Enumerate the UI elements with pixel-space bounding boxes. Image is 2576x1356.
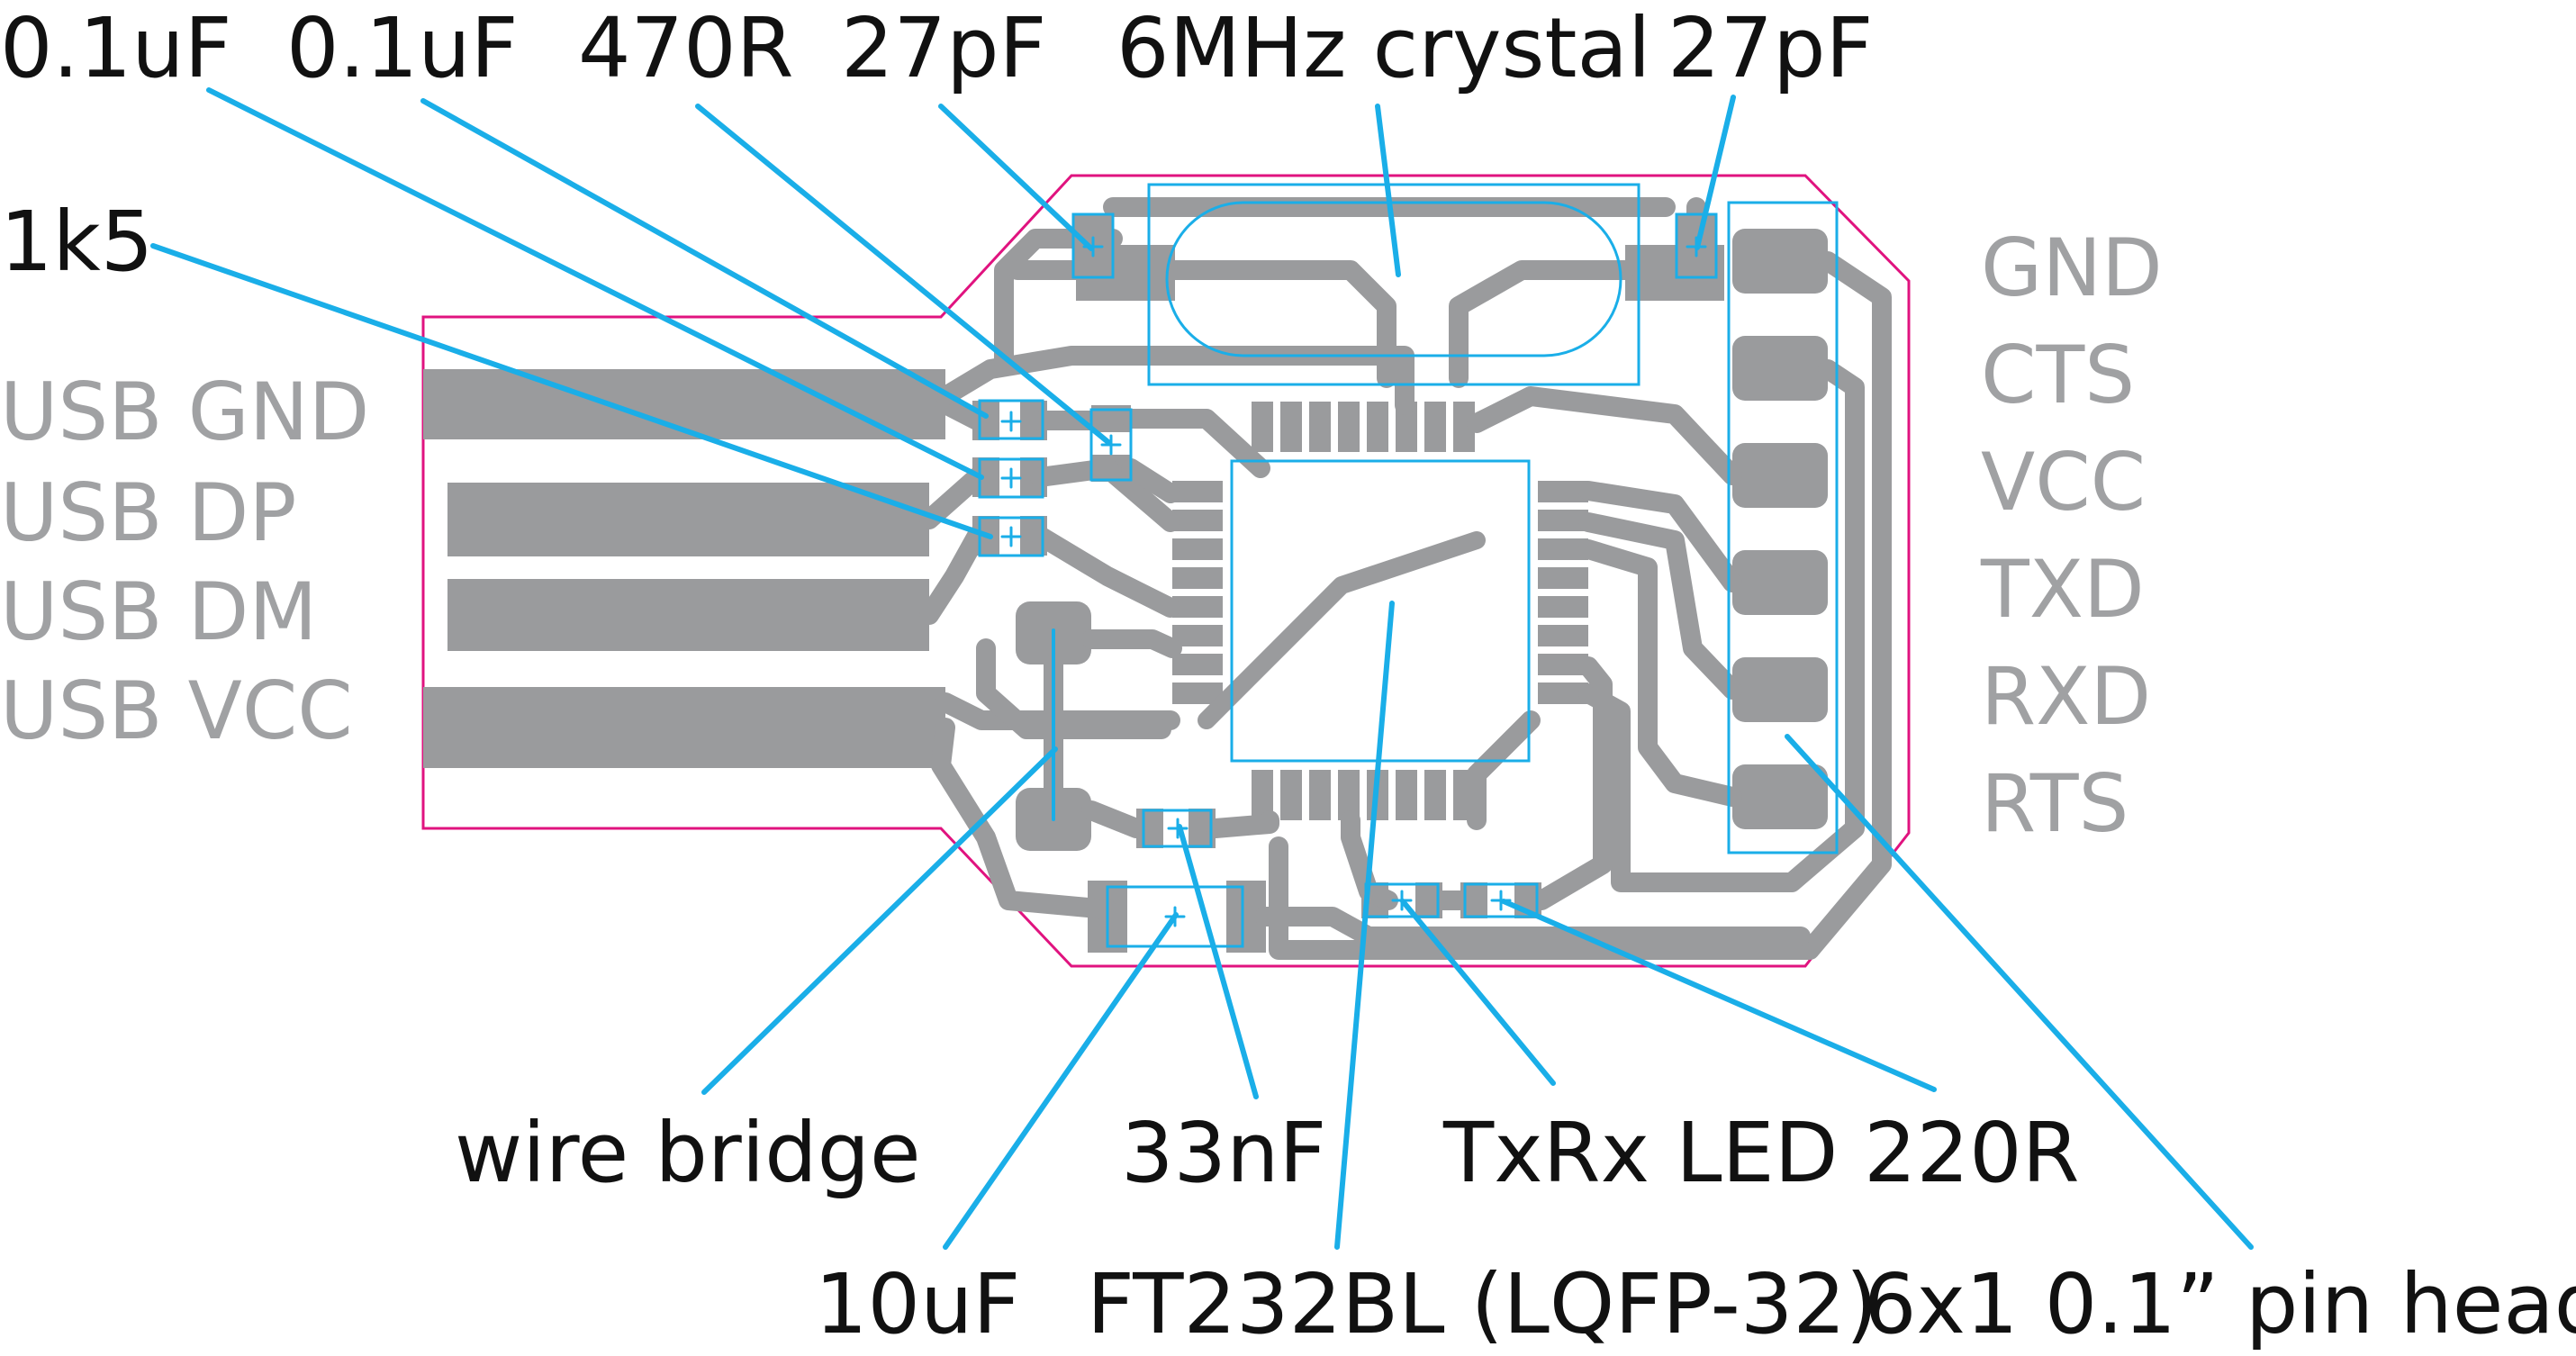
leader-10uf [943, 912, 1179, 1250]
leader-0-1uf-b [420, 98, 989, 419]
leader-27pf-a [938, 104, 1094, 251]
ic-pads-bottom [1252, 770, 1475, 820]
label-txrx-led: TxRx LED [1442, 1105, 1838, 1201]
leader-txrx-led [1400, 899, 1556, 1086]
leader-crystal [1375, 104, 1401, 277]
label-1k5: 1k5 [0, 194, 153, 290]
leader-ft232bl [1334, 601, 1395, 1250]
cap-27pf-right-outline [1675, 212, 1718, 279]
leader-470r [695, 104, 1112, 446]
crystal-outline [1147, 183, 1641, 386]
label-27pf-a: 27pF [841, 0, 1046, 96]
label-0-1uf-b: 0.1uF [286, 0, 519, 96]
r-220r-outline [1463, 882, 1539, 918]
header-pads [1732, 229, 1828, 829]
usb-finger-dm [447, 579, 929, 651]
header-label-gnd: GND [1981, 221, 2163, 314]
usb-pin-labels: USB GND USB DP USB DM USB VCC [0, 366, 369, 757]
label-0-1uf-a: 0.1uF [0, 0, 232, 96]
leader-220r [1501, 899, 1937, 1092]
usb-label-dp: USB DP [0, 466, 296, 559]
header-label-txd: TXD [1980, 543, 2145, 636]
r-1k5-outline [978, 516, 1044, 557]
leader-33nf [1177, 824, 1259, 1099]
component-outlines [978, 183, 1839, 948]
usb-label-gnd: USB GND [0, 366, 369, 458]
c-10uf-outline [1106, 885, 1244, 948]
ic-pads-left [1172, 481, 1223, 704]
usb-label-vcc: USB VCC [0, 664, 353, 757]
usb-finger-vcc [423, 687, 945, 768]
leader-0-1uf-a [206, 87, 984, 480]
label-pin-header: 6x1 0.1” pin header [1864, 1256, 2576, 1352]
usb-finger-dp [447, 483, 929, 556]
copper-traces [919, 197, 1892, 960]
header-label-cts: CTS [1981, 329, 2135, 421]
board-outline [421, 174, 1911, 968]
c-33nf-outline [1142, 809, 1213, 848]
leader-wire-bridge [701, 746, 1058, 1095]
label-10uf: 10uF [815, 1256, 1020, 1352]
label-27pf-b: 27pF [1668, 0, 1873, 96]
cap-27pf-left-outline [1071, 212, 1115, 279]
usb-label-dm: USB DM [0, 565, 317, 658]
label-470r: 470R [578, 0, 794, 96]
label-ft232bl: FT232BL (LQFP-32) [1087, 1256, 1878, 1352]
r-470r-outline [1089, 408, 1133, 482]
label-220r: 220R [1864, 1105, 2080, 1201]
header-label-vcc: VCC [1981, 436, 2146, 529]
header-label-rxd: RXD [1981, 650, 2151, 743]
label-33nf: 33nF [1121, 1105, 1326, 1201]
label-wire-bridge: wire bridge [455, 1105, 921, 1201]
ic-diagonal-trace [1198, 531, 1486, 729]
usb-connector [423, 369, 945, 768]
header-pin-labels: GND CTS VCC TXD RXD RTS [1980, 221, 2163, 850]
label-crystal: 6MHz crystal [1116, 0, 1650, 96]
c-0-1uf-a-outline [978, 399, 1044, 440]
header-label-rts: RTS [1981, 757, 2129, 850]
leader-27pf-b [1695, 95, 1736, 250]
ic-pads-right [1538, 481, 1588, 704]
leader-header [1785, 734, 2254, 1250]
leader-lines [150, 87, 2254, 1250]
header-outline [1727, 201, 1839, 854]
leader-1k5 [150, 243, 993, 539]
ic-pads-top [1252, 402, 1475, 452]
crystal-body-outline [1165, 201, 1622, 357]
